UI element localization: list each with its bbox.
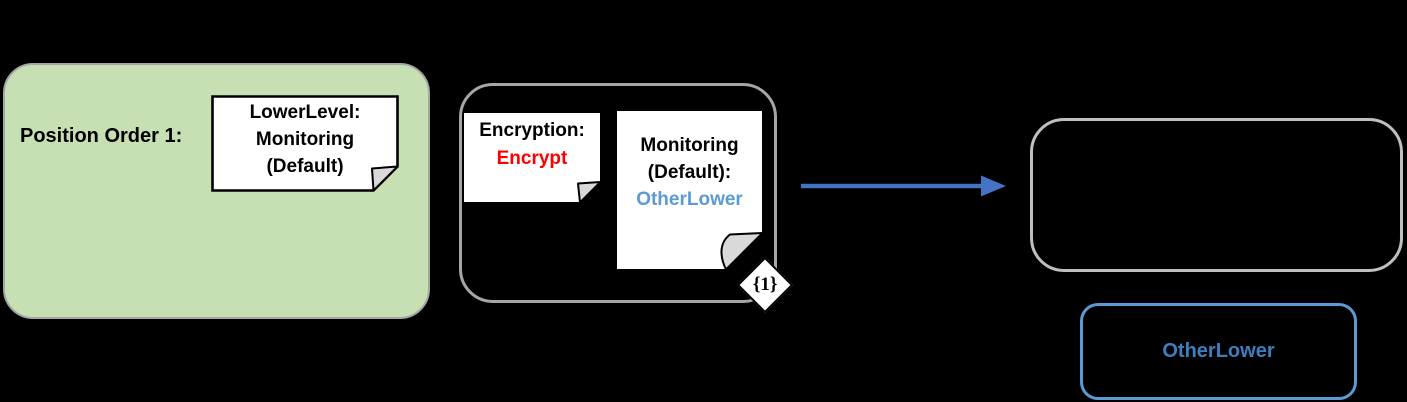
note-line: Monitoring bbox=[255, 129, 355, 150]
cardinality-label: {1} bbox=[752, 273, 778, 295]
lowerlevel-monitoring-note: LowerLevel: Monitoring (Default) bbox=[211, 95, 399, 192]
note-line: Encryption: bbox=[479, 120, 585, 141]
note-line: (Default) bbox=[266, 156, 344, 177]
position-order-label: Position Order 1: bbox=[20, 125, 183, 147]
note-line: OtherLower bbox=[636, 189, 743, 210]
note-line: Monitoring bbox=[640, 135, 739, 156]
folded-corner-icon bbox=[371, 165, 399, 192]
otherlower-label: OtherLower bbox=[1162, 340, 1275, 362]
note-shape-icon bbox=[463, 112, 601, 203]
transition-arrow-icon bbox=[801, 175, 1006, 197]
folded-corner-icon bbox=[577, 181, 601, 203]
monitoring-note: Monitoring (Default): OtherLower bbox=[616, 110, 763, 270]
position-order-1-group: Position Order 1: LowerLevel: Monitoring… bbox=[3, 63, 430, 319]
note-line: (Default): bbox=[647, 162, 732, 183]
note-shape-icon bbox=[616, 110, 763, 270]
encryption-note: Encryption: Encrypt bbox=[463, 112, 601, 203]
note-shape-icon bbox=[211, 95, 399, 192]
policy-group: Encryption: Encrypt Monitoring (Default)… bbox=[459, 83, 777, 303]
empty-group bbox=[1030, 118, 1403, 272]
folded-corner-icon bbox=[720, 232, 763, 270]
note-line: Encrypt bbox=[496, 148, 568, 169]
note-line: LowerLevel: bbox=[249, 102, 361, 123]
otherlower-box: OtherLower bbox=[1080, 303, 1357, 400]
